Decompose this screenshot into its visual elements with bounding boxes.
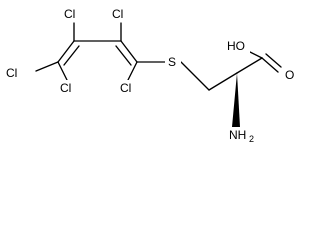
atom-amine: NH	[229, 128, 246, 142]
bond-c0-cl-bottom	[57, 61, 68, 81]
atom-cl-bottom-right: Cl	[120, 81, 131, 95]
structure-diagram: Cl Cl Cl Cl Cl S HO O NH 2	[4, 6, 299, 145]
bonds	[35, 22, 282, 127]
atom-cl-top-right: Cl	[112, 7, 123, 21]
bond-c0-cl-left	[35, 61, 59, 72]
bond-c2-c3-double	[115, 45, 132, 66]
atom-cl-top-left: Cl	[64, 7, 75, 21]
atom-cl-left: Cl	[6, 66, 17, 80]
atom-sulfur: S	[168, 55, 176, 69]
bond-c2-c3	[120, 40, 138, 63]
bond-c1-c0-double	[63, 45, 80, 66]
bond-s-ch2	[180, 61, 210, 91]
atom-carbonyl-oxygen: O	[285, 68, 294, 82]
bond-ccarboxyl-o-double	[265, 53, 282, 68]
bond-ch2-calpha	[208, 72, 238, 91]
atom-hydroxyl: HO	[227, 39, 245, 53]
bond-c3-cl-bottom	[127, 61, 138, 81]
atom-amine-subscript: 2	[249, 134, 254, 144]
bond-calpha-ccarboxyl	[236, 57, 263, 74]
wedge-bond-calpha-nh2	[232, 73, 240, 127]
atom-labels: Cl Cl Cl Cl Cl S HO O NH 2	[4, 6, 299, 145]
molecule-svg: Cl Cl Cl Cl Cl S HO O NH 2	[4, 6, 299, 145]
bond-ccarboxyl-oh	[247, 50, 263, 59]
bond-ccarboxyl-o	[261, 57, 279, 73]
atom-cl-bottom-left: Cl	[60, 81, 71, 95]
bond-c1-c0	[57, 40, 75, 63]
